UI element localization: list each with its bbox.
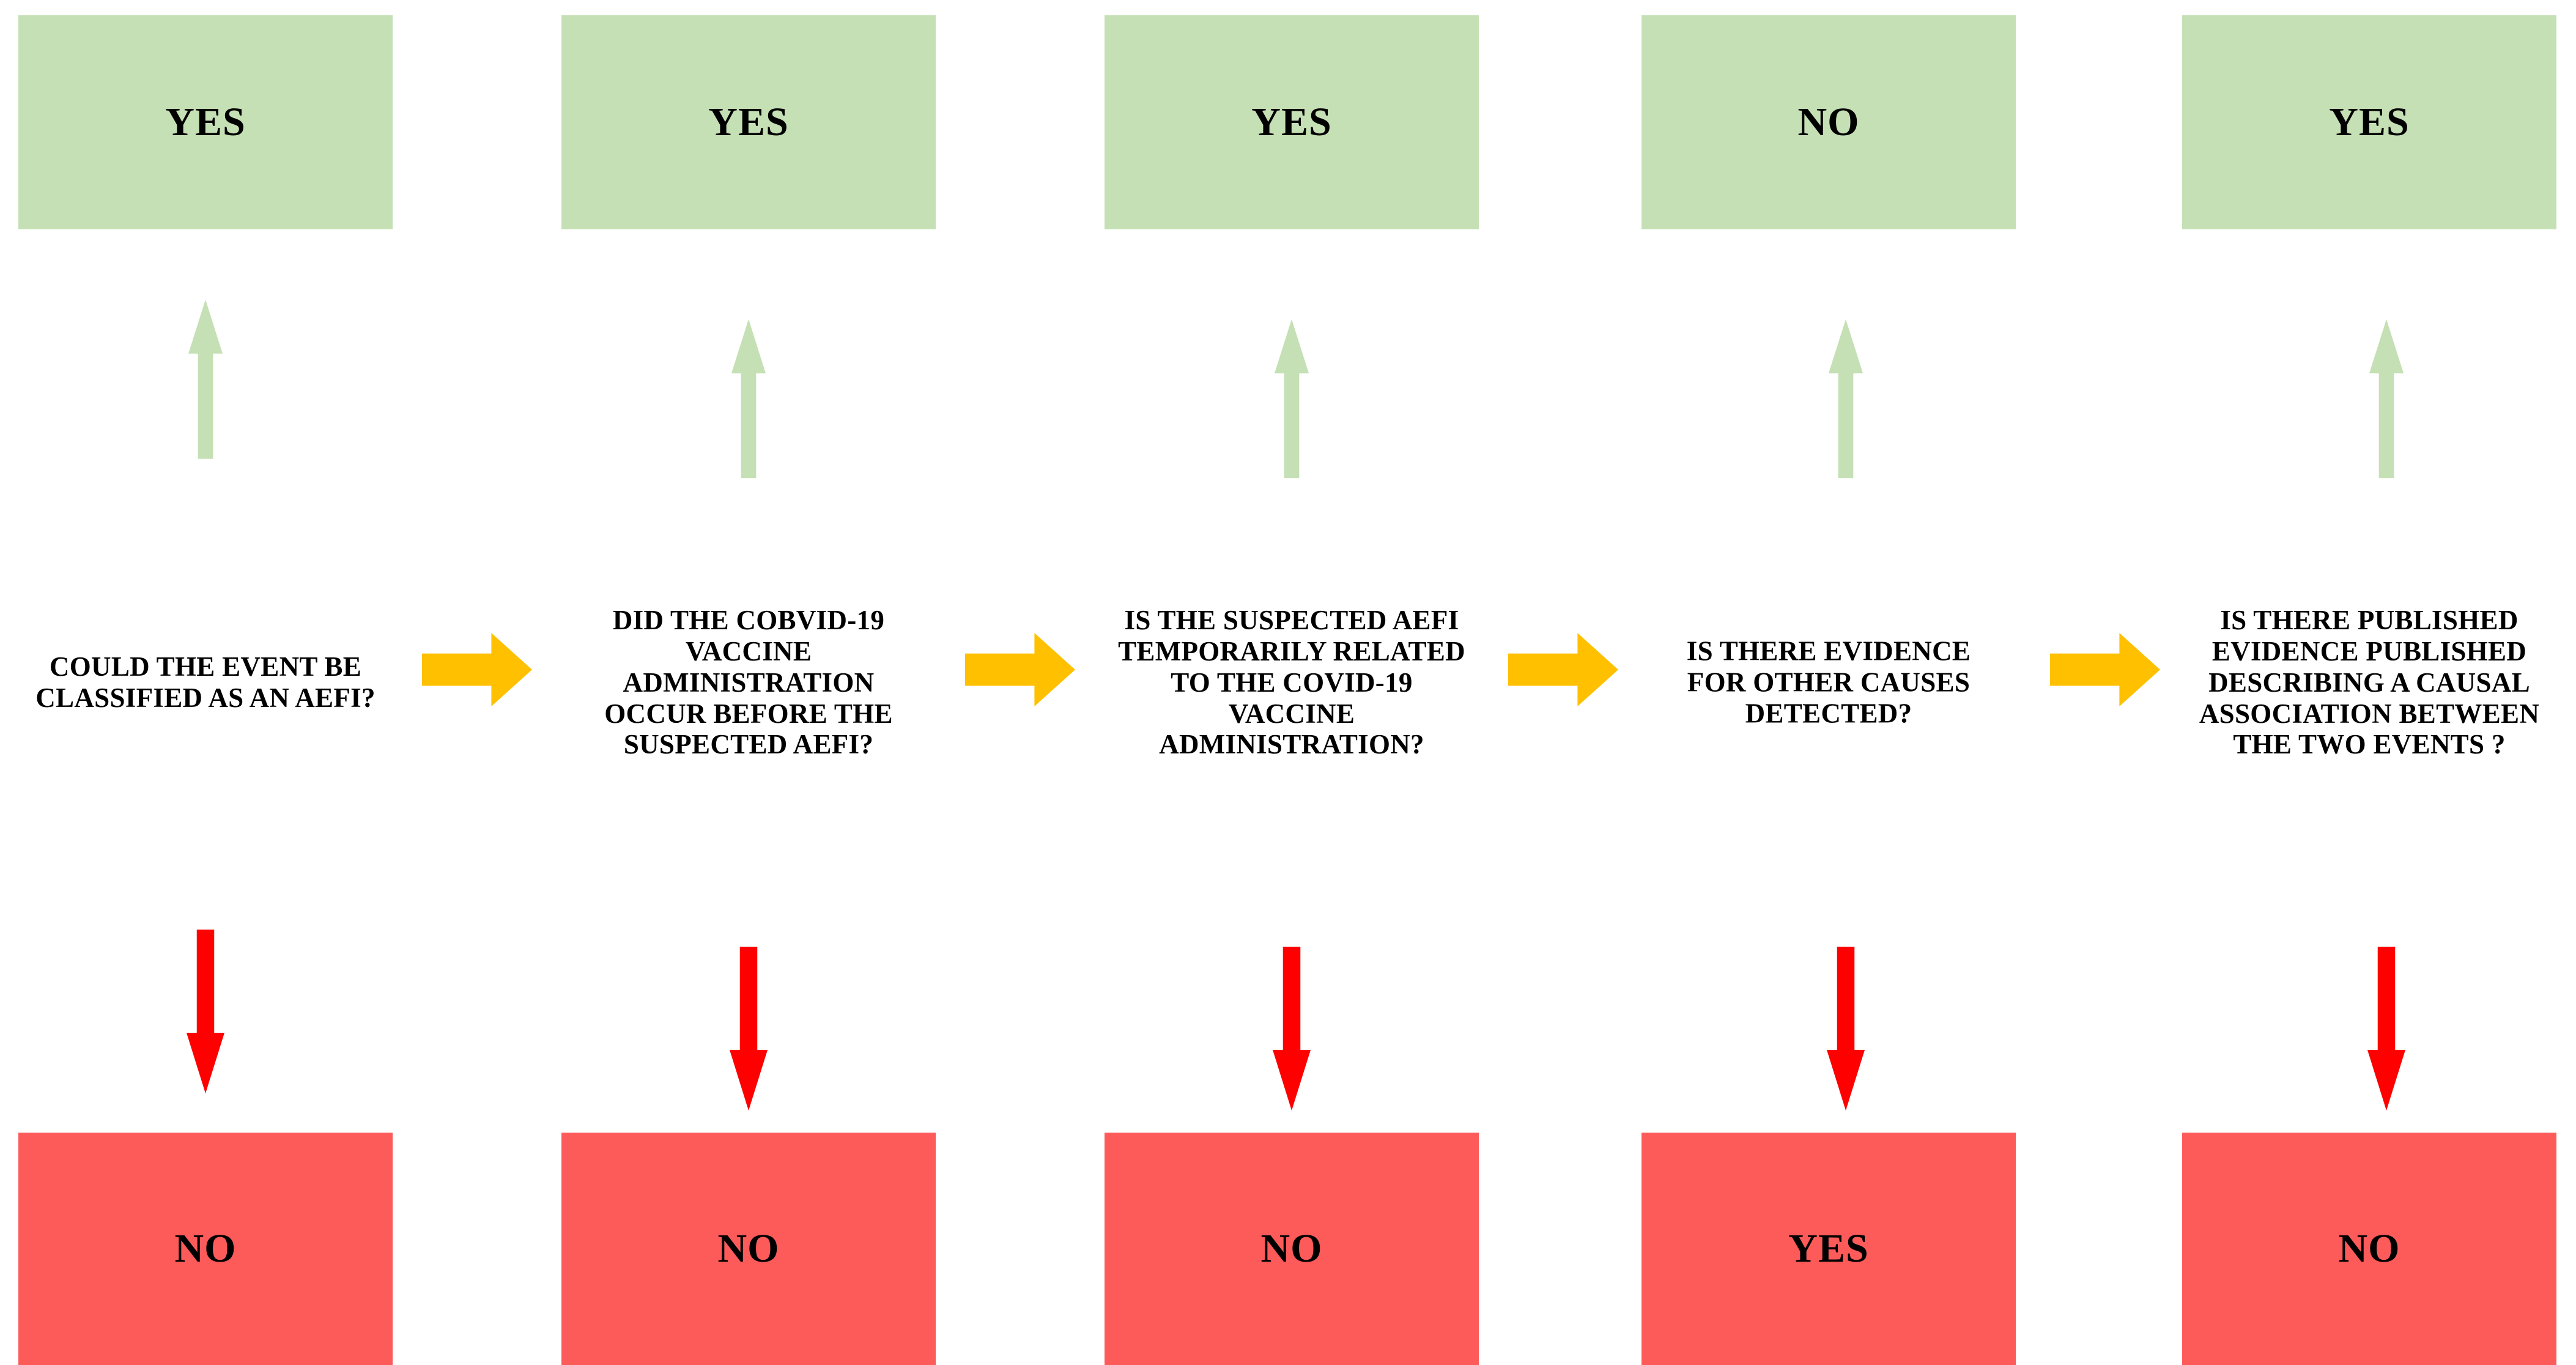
arrow-right-icon: [422, 633, 532, 706]
step-5-question-text: IS THERE PUBLISHED EVIDENCE PUBLISHED DE…: [2199, 604, 2540, 760]
step-3-top-outcome-box: YES: [1105, 15, 1479, 229]
arrow-right-icon: [1508, 633, 1618, 706]
arrow-up-icon: [731, 319, 766, 478]
flow-step-1: YES COULD THE EVENT BE CLASSIFIED AS AN …: [18, 0, 393, 1365]
step-1-bottom-outcome-box: NO: [18, 1133, 393, 1365]
flow-step-2: YES DID THE COBVID-19 VACCINE ADMINISTRA…: [561, 0, 936, 1365]
flow-step-5: YES IS THERE PUBLISHED EVIDENCE PUBLISHE…: [2182, 0, 2556, 1365]
step-2-bottom-outcome-box: NO: [561, 1133, 936, 1365]
arrow-right-icon: [965, 633, 1075, 706]
arrow-up-icon: [188, 300, 223, 459]
step-4-top-outcome-box: NO: [1641, 15, 2016, 229]
step-1-question-text: COULD THE EVENT BE CLASSIFIED AS AN AEFI…: [35, 651, 376, 713]
arrow-down-icon: [730, 947, 768, 1111]
step-4-bottom-outcome-box: YES: [1641, 1133, 2016, 1365]
step-3-question-text: IS THE SUSPECTED AEFI TEMPORARILY RELATE…: [1118, 604, 1465, 760]
arrow-down-icon: [187, 930, 224, 1093]
step-2-question-text: DID THE COBVID-19 VACCINE ADMINISTRATION…: [604, 604, 893, 760]
step-1-top-outcome-box: YES: [18, 15, 393, 229]
arrow-down-icon: [2367, 947, 2405, 1111]
step-2-top-outcome-box: YES: [561, 15, 936, 229]
arrow-right-icon: [2050, 633, 2160, 706]
arrow-up-icon: [1829, 319, 1863, 478]
arrow-up-icon: [2369, 319, 2404, 478]
arrow-up-icon: [1275, 319, 1309, 478]
step-3-bottom-outcome-box: NO: [1105, 1133, 1479, 1365]
step-5-bottom-outcome-box: NO: [2182, 1133, 2556, 1365]
step-4-question-text: IS THERE EVIDENCE FOR OTHER CAUSES DETEC…: [1686, 635, 1971, 729]
step-5-top-outcome-box: YES: [2182, 15, 2556, 229]
flow-step-4: NO IS THERE EVIDENCE FOR OTHER CAUSES DE…: [1641, 0, 2016, 1365]
arrow-down-icon: [1827, 947, 1865, 1111]
flow-step-3: YES IS THE SUSPECTED AEFI TEMPORARILY RE…: [1105, 0, 1479, 1365]
arrow-down-icon: [1273, 947, 1311, 1111]
